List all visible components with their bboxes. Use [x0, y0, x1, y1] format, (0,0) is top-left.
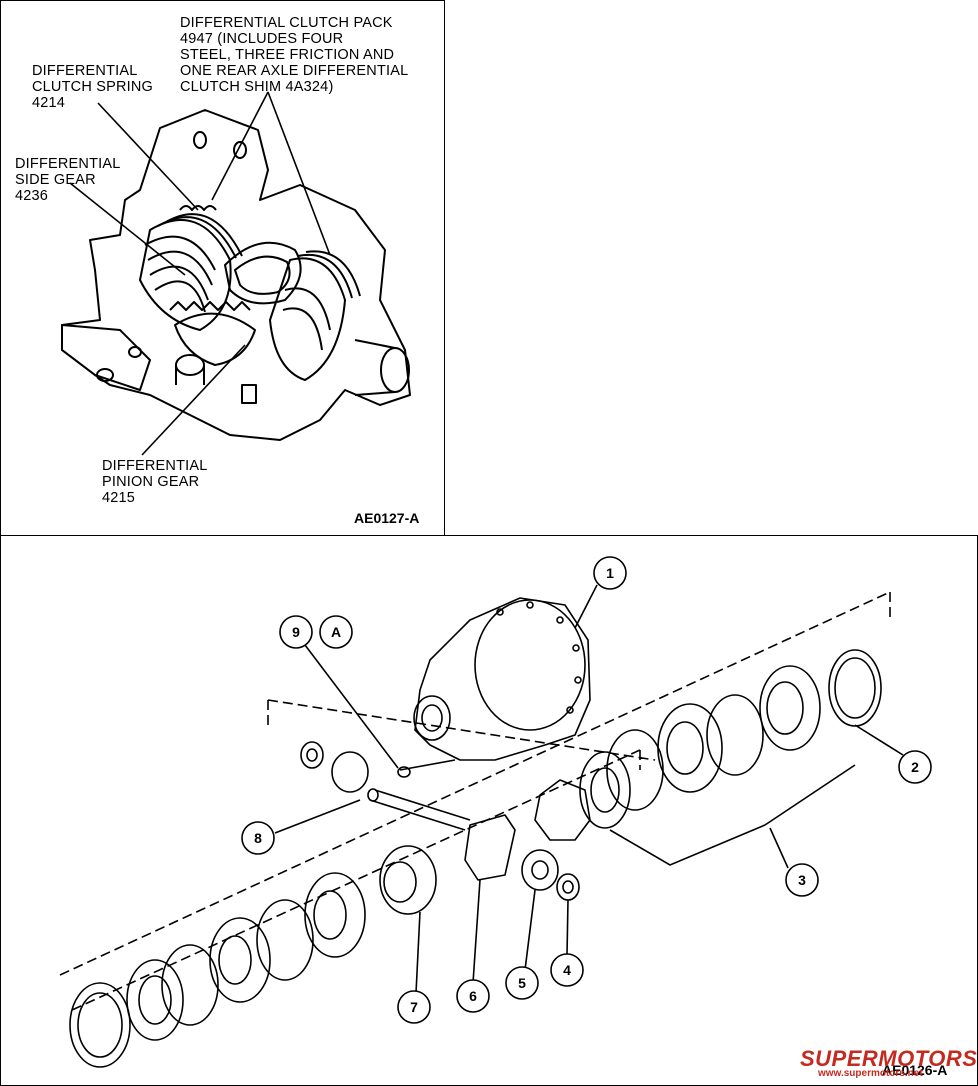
top-diagram-panel — [0, 0, 445, 536]
callout-7: 7 — [410, 999, 418, 1015]
label-side-gear: DIFFERENTIAL SIDE GEAR 4236 — [15, 156, 121, 204]
label-clutch-spring: DIFFERENTIAL CLUTCH SPRING 4214 — [32, 63, 154, 111]
callout-1-circle — [593, 556, 627, 590]
leader-clutch-pack-b — [267, 91, 331, 256]
label-pinion-gear: DIFFERENTIAL PINION GEAR 4215 — [102, 458, 208, 506]
callout-6: 6 — [469, 988, 477, 1004]
figure-code-bottom: AE0126-A — [882, 1062, 948, 1078]
callout-A-circle — [319, 615, 353, 649]
callout-6-circle — [456, 979, 490, 1013]
callout-5-circle — [505, 966, 539, 1000]
figure-code-top: AE0127-A — [354, 510, 420, 526]
leader-pinion-gear — [141, 344, 246, 456]
callout-7-circle — [397, 990, 431, 1024]
callout-5: 5 — [518, 975, 526, 991]
callout-2-circle — [898, 750, 932, 784]
callout-3: 3 — [798, 872, 806, 888]
callout-9: 9 — [292, 624, 300, 640]
label-clutch-pack: DIFFERENTIAL CLUTCH PACK 4947 (INCLUDES … — [180, 15, 409, 95]
callout-1: 1 — [606, 565, 614, 581]
callout-8-circle — [241, 821, 275, 855]
callout-2: 2 — [911, 759, 919, 775]
leader-clutch-pack-a — [211, 91, 269, 201]
callout-4: 4 — [563, 962, 571, 978]
leader-clutch-spring — [97, 102, 199, 211]
callout-A: A — [331, 624, 341, 640]
callout-3-circle — [785, 863, 819, 897]
callout-4-circle — [550, 953, 584, 987]
watermark-url: www.supermotors.net — [818, 1068, 923, 1079]
callout-9-circle — [279, 615, 313, 649]
watermark-brand: SUPERMOTORS — [800, 1046, 978, 1071]
case-body — [414, 597, 591, 761]
callout-8: 8 — [254, 830, 262, 846]
differential-case-outline — [61, 109, 411, 441]
leader-side-gear — [69, 182, 186, 276]
